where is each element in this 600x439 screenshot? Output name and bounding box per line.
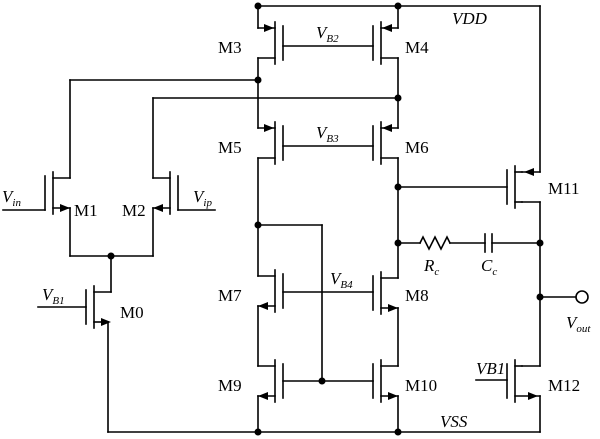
capacitor-cc <box>484 233 493 253</box>
junction-dot <box>254 221 262 229</box>
m4-label: M4 <box>405 38 429 57</box>
junction-dot <box>394 239 402 247</box>
resistor-rc <box>418 235 452 251</box>
vout-label: Vout <box>566 313 591 335</box>
m2-label: M2 <box>122 201 146 220</box>
junction-dot <box>394 428 402 436</box>
vb4-label: VB4 <box>330 269 353 291</box>
transistor-m12 <box>475 359 541 433</box>
transistor-m3 <box>257 5 284 81</box>
vin-label: Vin <box>2 187 21 209</box>
m3-label: M3 <box>218 38 242 57</box>
vb1-m12-label: VB1 <box>476 359 505 378</box>
rc-label: Rc <box>423 256 439 278</box>
m2-drain-wire <box>152 97 399 179</box>
transistor-m6 <box>372 97 399 279</box>
m9-label: M9 <box>218 376 242 395</box>
transistor-m11 <box>506 5 541 367</box>
m7-label: M7 <box>218 286 242 305</box>
transistor-m5 <box>257 79 284 226</box>
vb2-label: VB2 <box>316 23 339 45</box>
junction-dot <box>536 293 544 301</box>
m10-label: M10 <box>405 376 437 395</box>
junction-dot <box>394 2 402 10</box>
vip-label: Vip <box>193 187 212 209</box>
m6-label: M6 <box>405 138 429 157</box>
output-terminal <box>539 290 589 304</box>
junction-dot <box>254 2 262 10</box>
transistor-m0 <box>37 255 112 433</box>
m8-label: M8 <box>405 286 429 305</box>
transistor-m4 <box>372 5 399 99</box>
compensation-network <box>397 233 541 253</box>
m12-label: M12 <box>548 376 580 395</box>
transistor-m1 <box>2 171 71 257</box>
transistor-m7 <box>257 224 284 367</box>
m1-label: M1 <box>74 201 98 220</box>
vb3-label: VB3 <box>316 123 339 145</box>
m0-label: M0 <box>120 303 144 322</box>
m5-label: M5 <box>218 138 242 157</box>
transistor-m9 <box>257 359 284 433</box>
junction-dot <box>254 428 262 436</box>
transistor-m10 <box>372 359 399 433</box>
cc-label: Cc <box>481 256 497 278</box>
vb1-label: VB1 <box>42 285 65 307</box>
bias-feedback-wire <box>257 224 323 382</box>
m11-label: M11 <box>548 179 580 198</box>
vdd-label: VDD <box>452 9 488 28</box>
m1-drain-wire <box>69 79 259 179</box>
transistor-m8 <box>372 271 399 367</box>
junction-dot <box>394 183 402 191</box>
transistor-m2 <box>152 171 216 257</box>
vss-label: VSS <box>440 412 468 431</box>
